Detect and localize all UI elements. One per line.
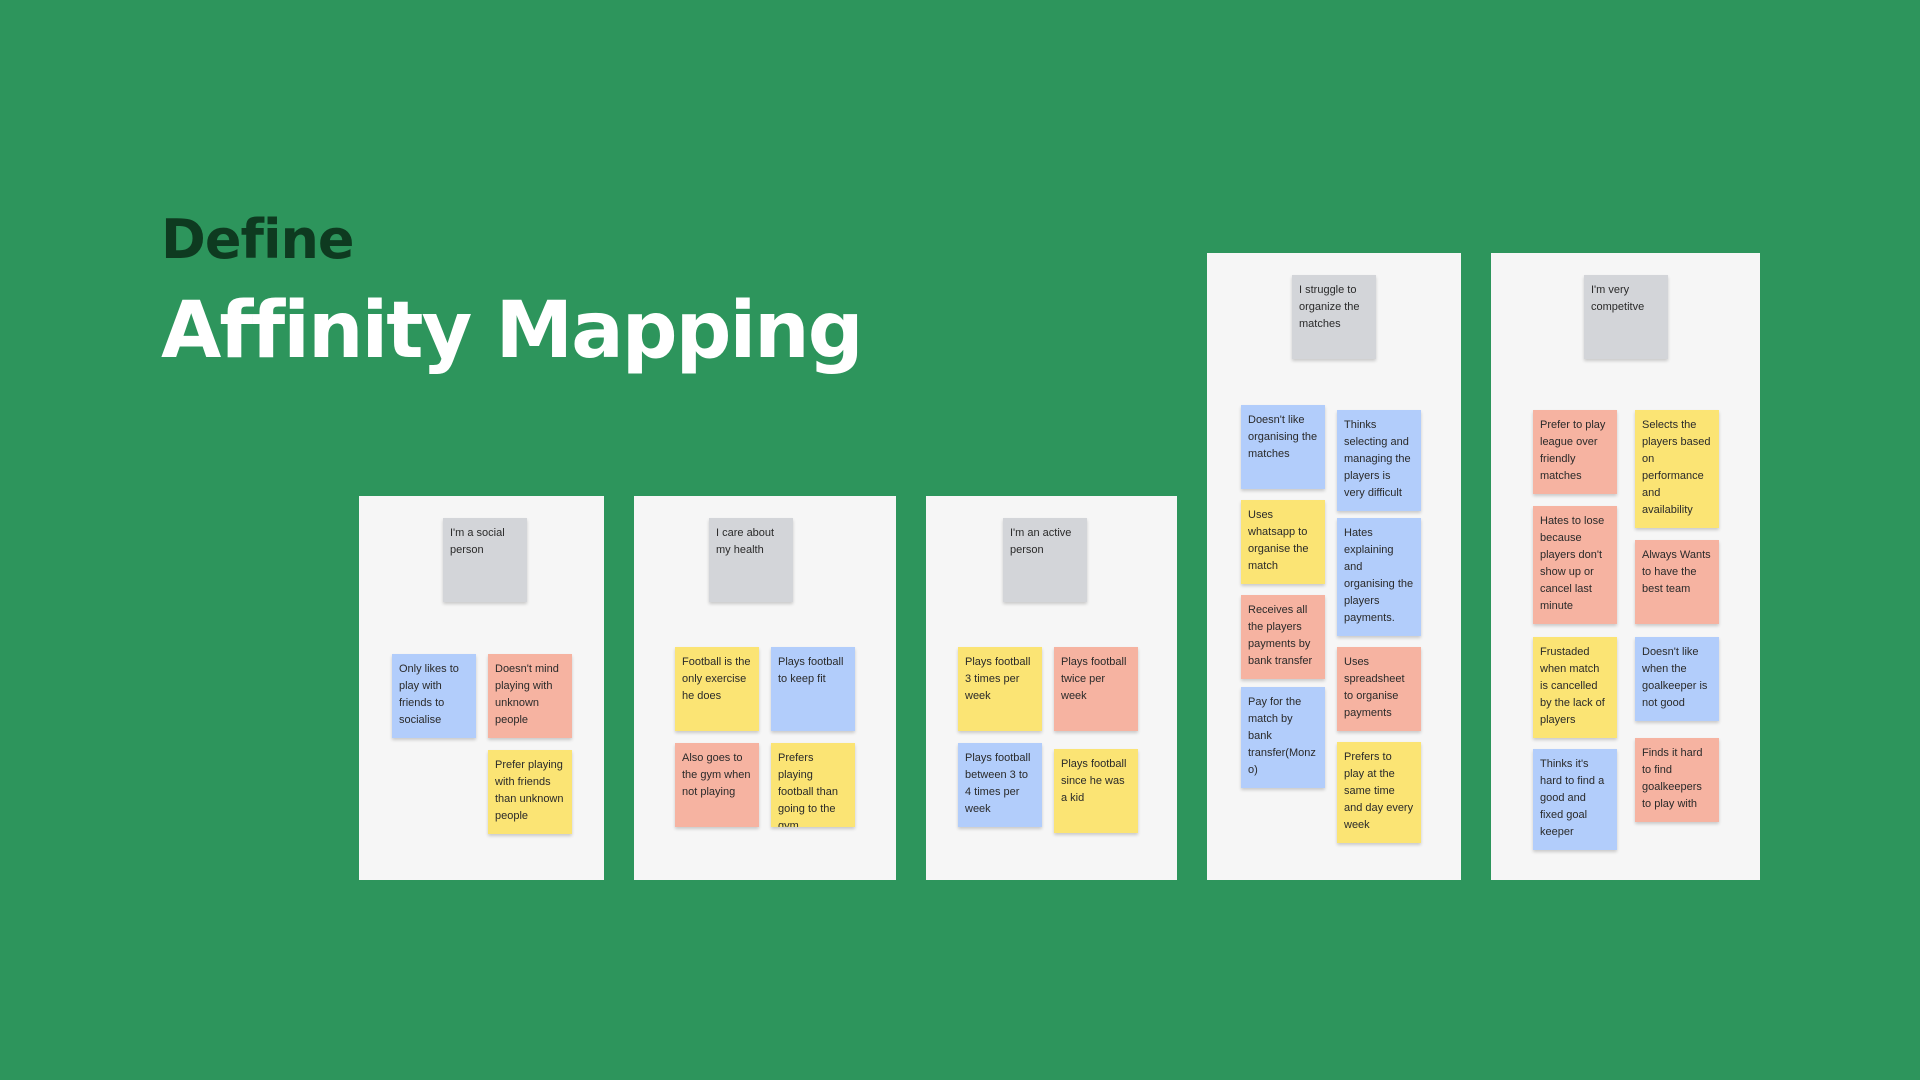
group-header-note[interactable]: I'm an active person [1003, 518, 1087, 602]
sticky-note[interactable]: Doesn't mind playing with unknown people [488, 654, 572, 738]
sticky-note[interactable]: Doesn't like when the goalkeeper is not … [1635, 637, 1719, 721]
section-kicker: Define [161, 208, 355, 271]
sticky-note[interactable]: Plays football 3 times per week [958, 647, 1042, 731]
sticky-note[interactable]: Uses spreadsheet to organise payments [1337, 647, 1421, 731]
sticky-note[interactable]: Hates explaining and organising the play… [1337, 518, 1421, 636]
group-header-note[interactable]: I struggle to organize the matches [1292, 275, 1376, 359]
group-panel-social: I'm a social person Only likes to play w… [359, 496, 604, 880]
sticky-note[interactable]: Prefer to play league over friendly matc… [1533, 410, 1617, 494]
group-panel-competitive: I'm very competitve Prefer to play leagu… [1491, 253, 1760, 880]
sticky-note[interactable]: Selects the players based on performance… [1635, 410, 1719, 528]
sticky-note[interactable]: Hates to lose because players don't show… [1533, 506, 1617, 624]
sticky-note[interactable]: Always Wants to have the best team [1635, 540, 1719, 624]
group-panel-active: I'm an active person Plays football 3 ti… [926, 496, 1177, 880]
sticky-note[interactable]: Uses whatsapp to organise the match [1241, 500, 1325, 584]
sticky-note[interactable]: Only likes to play with friends to socia… [392, 654, 476, 738]
sticky-note[interactable]: Prefers to play at the same time and day… [1337, 742, 1421, 843]
page-title: Affinity Mapping [161, 286, 864, 376]
sticky-note[interactable]: Plays football to keep fit [771, 647, 855, 731]
group-panel-organize: I struggle to organize the matches Doesn… [1207, 253, 1461, 880]
group-panel-health: I care about my health Football is the o… [634, 496, 896, 880]
sticky-note[interactable]: Prefers playing football than going to t… [771, 743, 855, 827]
sticky-note[interactable]: Receives all the players payments by ban… [1241, 595, 1325, 679]
group-header-note[interactable]: I care about my health [709, 518, 793, 602]
sticky-note[interactable]: Football is the only exercise he does [675, 647, 759, 731]
group-header-note[interactable]: I'm a social person [443, 518, 527, 602]
sticky-note[interactable]: Also goes to the gym when not playing [675, 743, 759, 827]
sticky-note[interactable]: Pay for the match by bank transfer(Monzo… [1241, 687, 1325, 788]
sticky-note[interactable]: Thinks selecting and managing the player… [1337, 410, 1421, 511]
sticky-note[interactable]: Thinks it's hard to find a good and fixe… [1533, 749, 1617, 850]
sticky-note[interactable]: Plays football between 3 to 4 times per … [958, 743, 1042, 827]
sticky-note[interactable]: Prefer playing with friends than unknown… [488, 750, 572, 834]
sticky-note[interactable]: Finds it hard to find goalkeepers to pla… [1635, 738, 1719, 822]
title-block: Define Affinity Mapping [161, 205, 864, 381]
sticky-note[interactable]: Plays football since he was a kid [1054, 749, 1138, 833]
sticky-note[interactable]: Plays football twice per week [1054, 647, 1138, 731]
sticky-note[interactable]: Frustaded when match is cancelled by the… [1533, 637, 1617, 738]
sticky-note[interactable]: Doesn't like organising the matches [1241, 405, 1325, 489]
group-header-note[interactable]: I'm very competitve [1584, 275, 1668, 359]
